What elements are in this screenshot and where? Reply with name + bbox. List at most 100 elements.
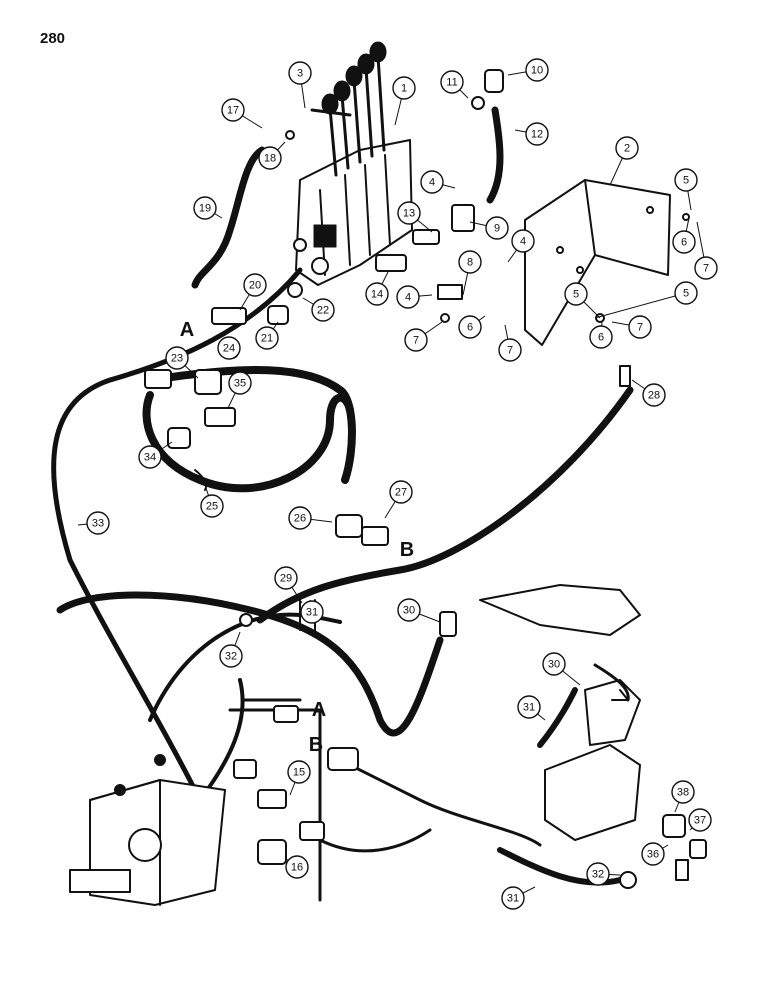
callout-7: 7 [404, 328, 428, 352]
callout-number: 38 [677, 787, 689, 799]
callout-number: 20 [249, 280, 261, 292]
callout-28: 28 [642, 383, 666, 407]
callout-number: 7 [637, 322, 643, 334]
callout-circle [165, 346, 189, 370]
callout-31: 31 [517, 695, 541, 719]
callout-number: 27 [395, 487, 407, 499]
callout-circle [288, 506, 312, 530]
control-levers [321, 41, 387, 177]
callout-32: 32 [219, 644, 243, 668]
callout-number: 5 [683, 175, 689, 187]
callout-number: 4 [405, 292, 411, 304]
callout-circle [255, 326, 279, 350]
callout-circle [228, 371, 252, 395]
callout-circle [285, 855, 309, 879]
hose-31-right [497, 847, 623, 886]
callout-circle [525, 58, 549, 82]
callout-circle [288, 61, 312, 85]
callout-circle [542, 652, 566, 676]
callout-6: 6 [672, 230, 696, 254]
callout-circle [392, 76, 416, 100]
callout-30: 30 [397, 598, 421, 622]
hydraulic-pump [69, 754, 226, 906]
callout-number: 37 [694, 815, 706, 827]
callout-number: 4 [429, 177, 435, 189]
callout-number: 10 [531, 65, 543, 77]
callout-4: 4 [420, 170, 444, 194]
callout-number: 15 [293, 767, 305, 779]
callout-number: 22 [317, 305, 329, 317]
callout-circle [397, 201, 421, 225]
callout-21: 21 [255, 326, 279, 350]
callout-23: 23 [165, 346, 189, 370]
hose-31-inset [537, 687, 578, 748]
mounting-bracket [524, 179, 671, 346]
callout-35: 35 [228, 371, 252, 395]
callout-11: 11 [440, 70, 464, 94]
callout-circle [397, 598, 421, 622]
callout-5: 5 [674, 281, 698, 305]
callout-7: 7 [628, 315, 652, 339]
callout-circle [243, 273, 267, 297]
callout-number: 8 [467, 257, 473, 269]
callout-number: 3 [297, 68, 303, 80]
callout-circle [641, 842, 665, 866]
callout-1: 1 [392, 76, 416, 100]
callout-number: 26 [294, 513, 306, 525]
callout-circle [586, 862, 610, 886]
callout-number: 28 [648, 390, 660, 402]
callout-32: 32 [586, 862, 610, 886]
callout-number: 31 [507, 893, 519, 905]
callout-number: 17 [227, 105, 239, 117]
callout-circle [274, 566, 298, 590]
callout-circle [258, 146, 282, 170]
callout-number: 14 [371, 289, 383, 301]
tube-19 [191, 146, 266, 289]
callout-number: 7 [413, 335, 419, 347]
callout-circle [501, 886, 525, 910]
hose-29 [56, 591, 444, 737]
callout-number: 11 [446, 77, 457, 89]
fittings [144, 69, 707, 889]
connection-ref-b: B [400, 539, 414, 561]
callout-number: 6 [681, 237, 687, 249]
page-number: 280 [40, 30, 66, 47]
callout-number: 30 [403, 605, 415, 617]
callout-31: 31 [501, 886, 525, 910]
callout-34: 34 [138, 445, 162, 469]
callout-circle [671, 780, 695, 804]
callout-circle [485, 216, 509, 240]
callout-number: 35 [234, 378, 246, 390]
callout-number: 23 [171, 353, 183, 365]
callout-number: 18 [264, 153, 276, 165]
callout-circle [420, 170, 444, 194]
callout-2: 2 [615, 136, 639, 160]
callout-number: 1 [401, 83, 407, 95]
callout-number: 7 [507, 345, 513, 357]
callout-circle [138, 445, 162, 469]
callout-number: 4 [520, 236, 526, 248]
callout-circle [564, 282, 588, 306]
callout-circle [287, 760, 311, 784]
callout-circle [694, 256, 718, 280]
callout-5: 5 [674, 168, 698, 192]
callout-25: 25 [200, 494, 224, 518]
callout-number: 7 [703, 263, 709, 275]
callout-circle [404, 328, 428, 352]
callout-circle [86, 511, 110, 535]
callout-circle [440, 70, 464, 94]
callout-7: 7 [694, 256, 718, 280]
hose-33 [51, 267, 303, 803]
callout-number: 25 [206, 501, 218, 513]
callout-22: 22 [311, 298, 335, 322]
callout-circle [458, 250, 482, 274]
callout-30: 30 [542, 652, 566, 676]
callout-4: 4 [396, 285, 420, 309]
callout-33: 33 [86, 511, 110, 535]
callout-6: 6 [458, 315, 482, 339]
callout-10: 10 [525, 58, 549, 82]
callout-circle [311, 298, 335, 322]
connection-ref-a: A [180, 319, 194, 341]
